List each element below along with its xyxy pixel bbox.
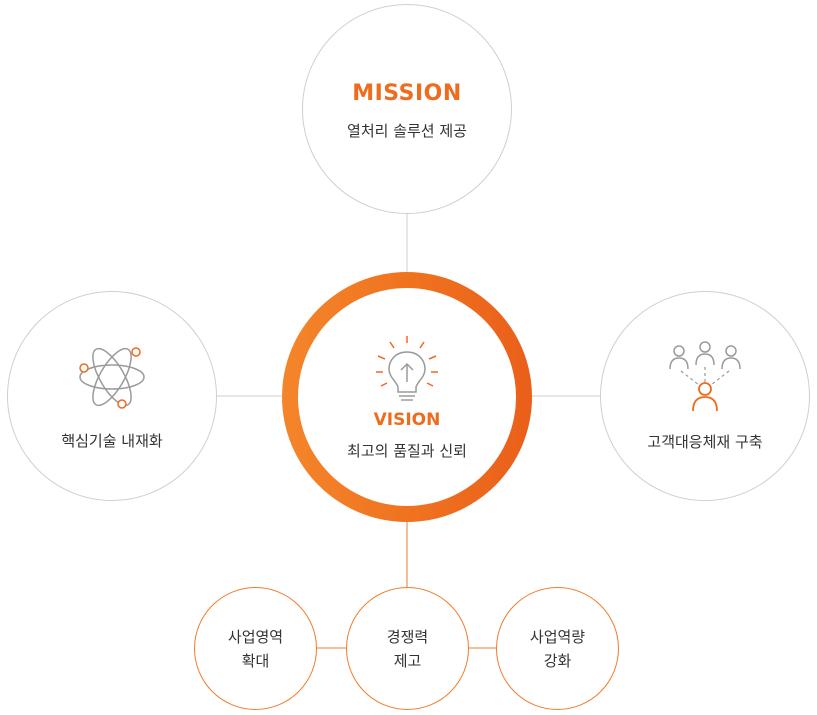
capability-line2: 강화 [543,651,572,670]
vision-ring: VISION 최고의 품질과 신뢰 [282,272,532,522]
competitiveness-circle: 경쟁력 제고 [346,587,469,710]
business-expansion-line2: 확대 [241,651,270,670]
business-expansion-line1: 사업영역 [227,627,284,646]
core-tech-label: 핵심기술 내재화 [61,431,163,450]
competitiveness-line2: 제고 [393,651,422,670]
people-network-icon [669,340,741,411]
vision-subtitle: 최고의 품질과 신뢰 [347,441,467,460]
capability-line1: 사업역량 [529,627,586,646]
vision-title: VISION [373,409,441,430]
lightbulb-icon [376,335,438,401]
core-tech-circle: 핵심기술 내재화 [7,291,217,501]
mission-circle: MISSION 열처리 솔루션 제공 [302,4,512,214]
capability-circle: 사업역량 강화 [496,587,619,710]
mission-subtitle: 열처리 솔루션 제공 [347,122,467,140]
atom-icon [79,346,145,409]
business-expansion-circle: 사업영역 확대 [194,587,317,710]
mission-title: MISSION [352,81,462,106]
vision-circle: VISION 최고의 품질과 신뢰 [298,288,516,506]
customer-system-label: 고객대응체재 구축 [647,432,763,451]
competitiveness-line1: 경쟁력 [386,627,429,646]
customer-system-circle: 고객대응체재 구축 [600,291,810,501]
